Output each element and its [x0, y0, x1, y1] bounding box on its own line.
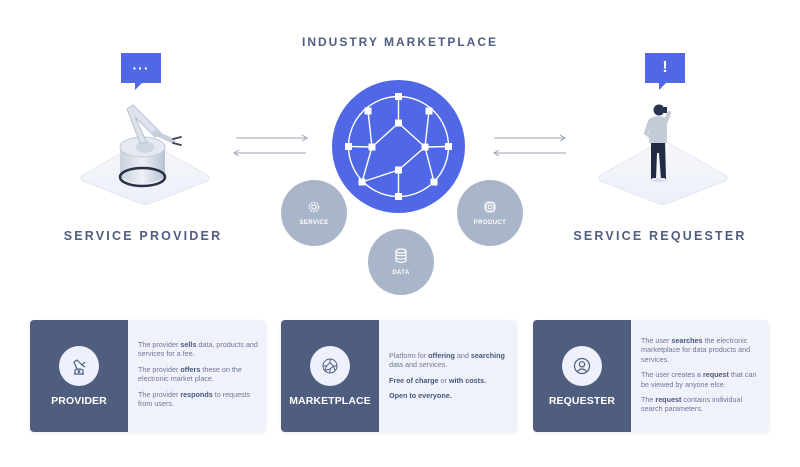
robot-arm-illustration: [80, 104, 210, 205]
card-paragraph: The provider responds to requests from u…: [138, 390, 258, 409]
marketplace-card-icon-circle: [310, 345, 350, 386]
emphasis-text: Free of charge: [389, 375, 439, 385]
network-globe-icon: [322, 358, 338, 373]
provider-card-title: PROVIDER: [51, 394, 107, 407]
emphasis-text: searches: [671, 336, 703, 345]
body-text: the electronic marketplace for data prod…: [641, 336, 751, 364]
body-text: The provider: [138, 340, 181, 349]
body-text: The: [641, 395, 656, 405]
requester-card-text: The user searches the electronic marketp…: [631, 320, 769, 432]
user-icon: [573, 357, 591, 374]
satellite-data-label: DATA: [392, 270, 410, 276]
requester-card-icon-circle: [562, 345, 602, 386]
satellite-service: SERVICE: [281, 180, 347, 246]
body-text: The provider: [138, 389, 181, 399]
robot-arm-icon: [73, 358, 86, 375]
emphasis-text: searching: [470, 351, 505, 360]
exclamation-icon: !: [662, 59, 668, 76]
satellite-data: DATA: [368, 229, 434, 295]
requester-card-header: REQUESTER: [533, 320, 631, 432]
emphasis-text: responds: [180, 389, 213, 399]
satellite-service-label: SERVICE: [299, 220, 329, 226]
emphasis-text: Open to everyone.: [389, 391, 452, 401]
robot-base: [120, 147, 165, 184]
marketplace-card: MARKETPLACE Platform for offering and se…: [281, 320, 517, 432]
network-globe-icon: [345, 93, 452, 200]
person-torso: [649, 116, 667, 143]
ellipsis-icon: ···: [132, 60, 150, 76]
gear-icon: [308, 201, 320, 213]
requester-speech-bubble: !: [645, 53, 685, 90]
database-icon: [395, 248, 407, 264]
marketplace-card-header: MARKETPLACE: [281, 320, 379, 432]
provider-exchange-arrows: [233, 134, 308, 157]
body-text: data, products and services for a fee.: [138, 340, 258, 359]
chip-icon: [484, 201, 496, 213]
card-paragraph: The request contains individual search p…: [641, 395, 761, 414]
diagram-title: INDUSTRY MARKETPLACE: [301, 35, 498, 49]
card-paragraph: The provider offers these on the electro…: [138, 365, 258, 384]
service-requester-label: SERVICE REQUESTER: [573, 229, 747, 243]
emphasis-text: sells: [180, 340, 197, 349]
body-text: or: [438, 375, 449, 385]
person-head: [653, 104, 665, 116]
card-paragraph: Platform for offering and searching data…: [389, 351, 509, 370]
body-text: contains individual search parameters.: [641, 395, 743, 414]
body-text: and: [454, 351, 471, 360]
card-paragraph: Free of charge or with costs.: [389, 376, 509, 385]
provider-card-text: The provider sells data, products and se…: [128, 320, 266, 432]
marketplace-card-title: MARKETPLACE: [289, 394, 371, 407]
emphasis-text: request: [655, 395, 682, 405]
body-text: to requests from users.: [138, 389, 251, 409]
requester-card-title: REQUESTER: [548, 394, 616, 407]
marketplace-hub: [332, 80, 465, 213]
body-text: The user: [641, 336, 672, 345]
card-paragraph: The user creates a request that can be v…: [641, 370, 761, 389]
robot-arm: [126, 104, 162, 144]
person-illustration: [598, 104, 728, 205]
card-paragraph: The provider sells data, products and se…: [138, 340, 258, 359]
requester-card: REQUESTER The user searches the electron…: [533, 320, 769, 432]
provider-card-icon-circle: [59, 345, 99, 386]
body-text: The user creates a: [641, 370, 703, 380]
requester-exchange-arrows: [493, 134, 566, 157]
marketplace-card-text: Platform for offering and searching data…: [379, 320, 517, 432]
card-paragraph: The user searches the electronic marketp…: [641, 336, 761, 364]
body-text: data and services.: [389, 360, 448, 370]
provider-card-header: PROVIDER: [30, 320, 128, 432]
person-legs: [651, 140, 666, 179]
emphasis-text: request: [702, 370, 729, 380]
provider-card: PROVIDER The provider sells data, produc…: [30, 320, 266, 432]
satellite-product-label: PRODUCT: [473, 220, 507, 226]
satellite-product: PRODUCT: [457, 180, 523, 246]
emphasis-text: offering: [428, 351, 455, 360]
body-text: that can be viewed by anyone else.: [641, 370, 757, 389]
body-text: these on the electronic market place.: [138, 364, 242, 384]
body-text: The provider: [138, 364, 181, 374]
body-text: Platform for: [389, 351, 429, 360]
service-provider-label: SERVICE PROVIDER: [63, 229, 223, 243]
provider-speech-bubble: ···: [121, 53, 161, 90]
card-paragraph: Open to everyone.: [389, 391, 509, 400]
emphasis-text: with costs.: [448, 375, 487, 385]
emphasis-text: offers: [180, 364, 201, 374]
